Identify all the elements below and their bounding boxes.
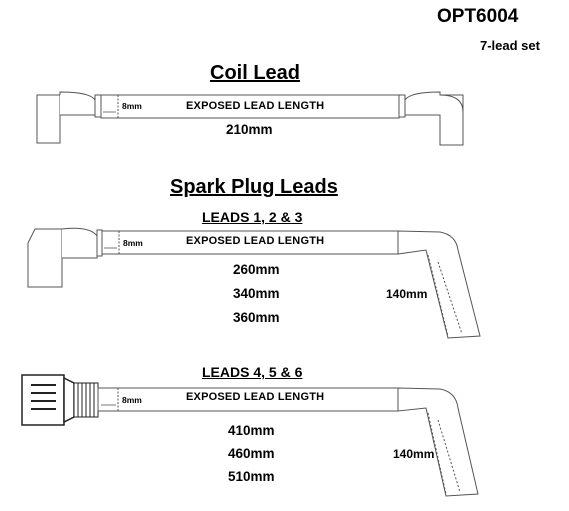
group1-right-boot <box>397 230 481 339</box>
group1-boot-length: 140mm <box>386 287 428 301</box>
group1-length-1: 260mm <box>233 262 280 277</box>
coil-lead-drawing <box>36 91 464 146</box>
coil-exposed-label: EXPOSED LEAD LENGTH <box>186 100 325 112</box>
group2-length-1: 410mm <box>228 423 275 438</box>
group2-exposed-label: EXPOSED LEAD LENGTH <box>186 391 325 403</box>
group1-band-label: 8mm <box>123 238 143 248</box>
group2-title: LEADS 4, 5 & 6 <box>202 364 303 380</box>
group2-length-2: 460mm <box>228 446 275 461</box>
coil-right-boot <box>398 91 464 146</box>
group2-band-label: 8mm <box>122 395 142 405</box>
coil-left-boot <box>36 91 102 144</box>
group1-length-3: 360mm <box>233 310 280 325</box>
coil-band-label: 8mm <box>122 101 142 111</box>
group2-right-boot <box>397 387 479 497</box>
coil-length: 210mm <box>226 122 273 137</box>
group1-length-2: 340mm <box>233 286 280 301</box>
spark-group1-drawing <box>27 227 481 339</box>
spark-group2-drawing <box>21 374 479 497</box>
group1-title: LEADS 1, 2 & 3 <box>202 209 303 225</box>
group1-left-boot <box>27 227 103 288</box>
part-code: OPT6004 <box>437 6 519 27</box>
group2-boot-length: 140mm <box>393 447 435 461</box>
coil-lead-title: Coil Lead <box>210 62 301 84</box>
group1-exposed-label: EXPOSED LEAD LENGTH <box>186 235 325 247</box>
group2-length-3: 510mm <box>228 469 275 484</box>
group2-left-boot <box>21 374 99 426</box>
spark-plug-leads-title: Spark Plug Leads <box>170 176 338 198</box>
set-description: 7-lead set <box>480 38 540 53</box>
